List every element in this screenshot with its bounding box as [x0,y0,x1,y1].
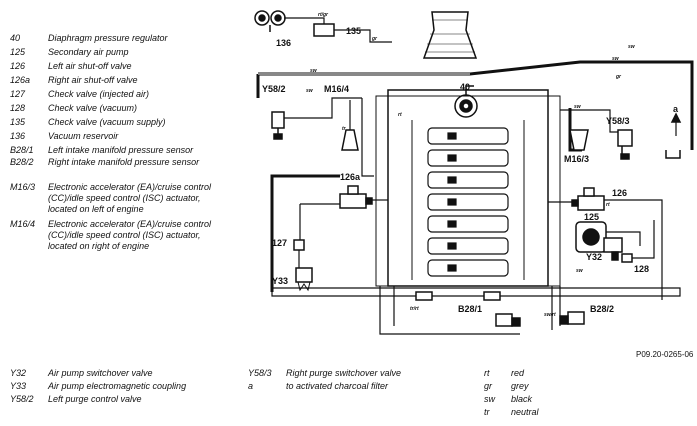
label-125: 125 [584,212,599,222]
label-m16-4: M16/4 [324,84,349,94]
intake-runners [427,127,509,277]
check-valve-128 [621,253,633,263]
hose-label: tr [342,126,347,132]
label-y32: Y32 [586,252,602,262]
label-b28-1: B28/1 [458,304,482,314]
hose-label: tr/rt [410,306,419,312]
check-valve-127 [293,239,305,251]
hose-label: sw/rt [544,312,556,318]
label-a: a [673,104,679,114]
pressure-regulator-40 [454,94,478,118]
hose-label: sw [310,68,318,74]
hose-label: sw [306,88,314,94]
label-y58-3: Y58/3 [606,116,630,126]
air-intake-funnel [422,11,478,59]
secondary-air-pump-125 [575,221,607,253]
label-126: 126 [612,188,627,198]
air-pump-switchover-valve-y32 [603,237,623,261]
label-135: 135 [346,26,361,36]
check-valve-135 [313,23,335,37]
pressure-sensor-b28-2 [559,311,585,325]
label-126a: 126a [340,172,361,182]
hose-label: sw [612,56,620,62]
hose-label: gr [615,74,622,80]
label-40: 40 [460,82,470,92]
label-m16-3: M16/3 [564,154,589,164]
hose-label: rt/gr [318,12,329,18]
electromagnetic-coupling-y33 [295,267,313,292]
hose-label: rt [398,112,402,118]
left-air-shutoff-valve-126 [571,187,605,211]
purge-control-valve-y58-2 [271,111,285,140]
hose-label: sw [574,104,582,110]
hose-label: sw [576,268,584,274]
purge-switchover-valve-y58-3 [617,129,633,160]
actuator-m16-4 [341,100,359,151]
label-136: 136 [276,38,291,48]
hose-label: sw [628,44,636,50]
label-128: 128 [634,264,649,274]
hose-label: gr [371,36,378,42]
pressure-sensor-b28-1 [495,313,521,327]
vacuum-reservoir-136 [254,10,286,32]
hose-label: rt [606,202,610,208]
label-y33: Y33 [272,276,288,286]
label-y58-2: Y58/2 [262,84,286,94]
right-air-shutoff-valve-126a [339,185,373,209]
actuator-m16-3 [569,129,589,151]
figure-reference: P09.20-0265-06 [636,350,694,359]
label-127: 127 [272,238,287,248]
label-b28-2: B28/2 [590,304,614,314]
